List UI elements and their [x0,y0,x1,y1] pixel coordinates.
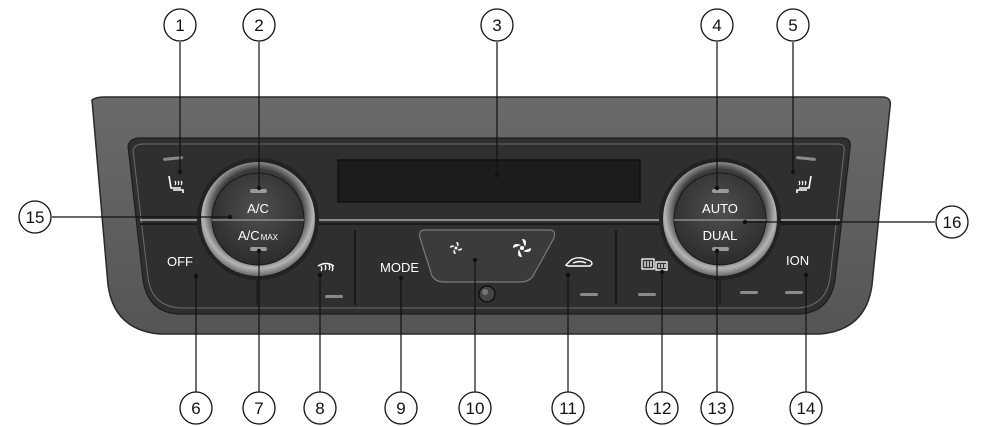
dual-button-label[interactable]: DUAL [703,228,738,243]
callout-15: 15 [26,208,45,227]
callout-4: 4 [712,16,721,35]
display-screen [337,159,641,203]
fan-speed-button[interactable] [418,229,556,283]
off-button-label[interactable]: OFF [167,254,193,269]
mode-button-label[interactable]: MODE [380,260,419,275]
callout-3: 3 [492,16,501,35]
left-temperature-knob[interactable]: A/C A/CMAX [197,158,319,280]
callout-7: 7 [254,399,263,418]
callout-10: 10 [466,399,485,418]
ion-button-label[interactable]: ION [786,253,809,268]
callout-8: 8 [315,399,324,418]
front-defrost-icon[interactable] [317,262,335,272]
inner-panel [127,137,851,315]
seat-heater-icon[interactable] [168,175,184,193]
recirculation-icon[interactable] [564,257,593,267]
fan-icon[interactable] [513,239,531,257]
right-temperature-knob[interactable]: AUTO DUAL [659,158,781,280]
callout-16: 16 [943,213,962,232]
callout-12: 12 [653,399,672,418]
callout-9: 9 [396,399,405,418]
callout-lines [52,42,935,396]
callout-circles [18,8,969,425]
callout-6: 6 [191,399,200,418]
callout-1: 1 [175,16,184,35]
callout-2: 2 [254,16,263,35]
ac-button-label[interactable]: A/C [247,201,269,216]
seat-heater-icon[interactable] [796,175,812,193]
callout-11: 11 [559,399,577,418]
callout-5: 5 [788,16,797,35]
callout-13: 13 [708,399,727,418]
fan-icon[interactable] [450,242,462,254]
ac-max-button-label[interactable]: A/CMAX [238,228,279,243]
auto-button-label[interactable]: AUTO [702,201,738,216]
callout-14: 14 [797,399,816,418]
